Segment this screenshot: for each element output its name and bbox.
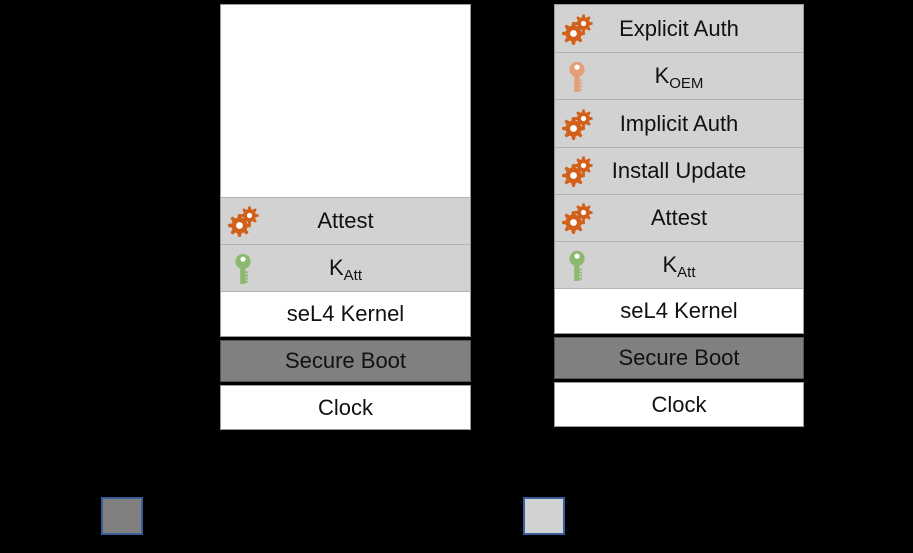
stack-row-sel4-kernel[interactable]: seL4 Kernel	[221, 291, 470, 336]
stack-row-label: KOEM	[654, 63, 704, 92]
stack-row-explicit-auth[interactable]: Explicit Auth	[555, 5, 803, 52]
stack-row-secure-boot[interactable]: Secure Boot	[221, 341, 470, 381]
stack-row-label-subscript: Att	[343, 267, 363, 284]
stack-row-attest[interactable]: Attest	[221, 197, 470, 244]
stack-row-label: seL4 Kernel	[620, 298, 738, 323]
gears-icon	[562, 13, 593, 45]
stack-row-label: Attest	[650, 205, 708, 230]
stack-group: Clock	[220, 385, 471, 430]
key-green-icon	[235, 253, 251, 284]
key-orange-icon	[569, 61, 585, 92]
stack-row-label: KAtt	[328, 255, 363, 284]
stack-group: Secure Boot	[554, 337, 804, 379]
key-green-icon	[569, 250, 585, 281]
stack-row-label: Clock	[651, 391, 707, 417]
stack-row-label: Secure Boot	[618, 345, 740, 370]
gears-icon	[562, 156, 593, 187]
legend-swatch-light	[523, 497, 565, 535]
stack-row-k-att[interactable]: KAtt	[555, 241, 803, 288]
stack-row-label: Clock	[317, 394, 373, 420]
stack-row-label: Implicit Auth	[619, 110, 739, 136]
stack-group: Clock	[554, 382, 804, 427]
gears-icon	[562, 108, 593, 140]
stack-row-clock[interactable]: Clock	[221, 386, 470, 429]
stack-row-clock[interactable]: Clock	[555, 383, 803, 426]
stack-row-blank-area	[221, 5, 470, 197]
stack-row-label: Secure Boot	[284, 348, 407, 373]
stack-row-k-oem[interactable]: KOEM	[555, 52, 803, 99]
stack-row-k-att[interactable]: KAtt	[221, 244, 470, 291]
stack-row-label-subscript: Att	[677, 264, 696, 281]
stack-row-secure-boot[interactable]: Secure Boot	[555, 338, 803, 378]
gears-icon	[562, 203, 593, 234]
gears-icon	[228, 206, 259, 237]
stack-row-attest[interactable]: Attest	[555, 194, 803, 241]
stack-row-label: seL4 Kernel	[286, 301, 405, 326]
stack-row-label: Explicit Auth	[619, 15, 739, 41]
stack-row-label: Install Update	[611, 158, 747, 183]
stack-group: Secure Boot	[220, 340, 471, 382]
stack-row-sel4-kernel[interactable]: seL4 Kernel	[555, 288, 803, 333]
stack-row-label: KAtt	[662, 252, 696, 281]
stack-row-implicit-auth[interactable]: Implicit Auth	[555, 99, 803, 147]
legend-swatch-dark	[101, 497, 143, 535]
stack-row-label: Attest	[317, 208, 374, 233]
stack-row-install-update[interactable]: Install Update	[555, 147, 803, 194]
stack-row-label-subscript: OEM	[669, 75, 704, 92]
